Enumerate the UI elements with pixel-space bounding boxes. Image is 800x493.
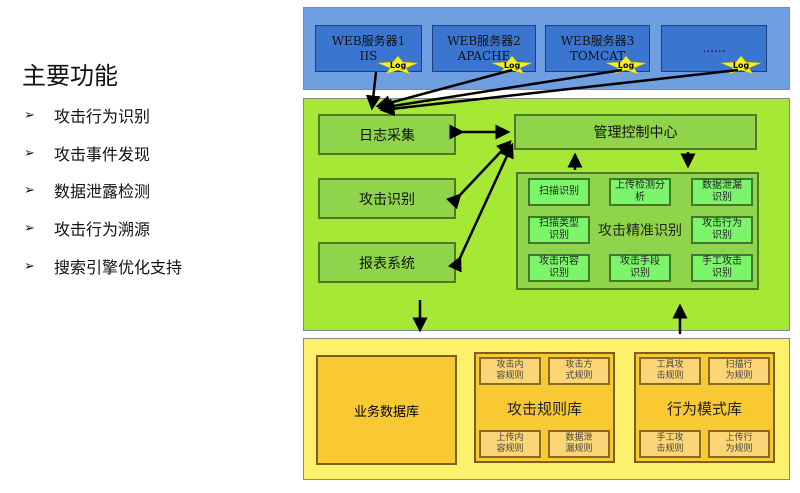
feature-item: ➢ 攻击行为溯源: [24, 216, 150, 240]
precise-identify-label: 攻击精准识别: [598, 223, 682, 239]
log-collect-box: 日志采集: [318, 114, 456, 155]
log-label: Log: [504, 61, 521, 70]
feature-label: 数据泄露检测: [54, 182, 151, 201]
rule-cell: 攻击方式规则: [548, 357, 610, 385]
pattern-cell: 手工攻击规则: [639, 430, 701, 458]
identify-cell: 扫描类型识别: [528, 216, 590, 244]
log-label: Log: [733, 61, 750, 70]
attack-identify-box: 攻击识别: [318, 178, 456, 219]
feature-label: 攻击行为识别: [54, 107, 151, 126]
feature-label: 搜索引擎优化支持: [54, 258, 183, 277]
behavior-patterns-title: 行为模式库: [666, 400, 742, 418]
pattern-cell: 上传行为规则: [708, 430, 770, 458]
server-type: APACHE: [457, 48, 511, 63]
report-system-box: 报表系统: [318, 242, 456, 283]
identify-cell: 扫描识别: [528, 178, 590, 206]
log-star-icon: Log: [720, 55, 762, 75]
feature-item: ➢ 攻击事件发现: [24, 141, 150, 165]
attack-rules-title: 攻击规则库: [506, 400, 582, 418]
log-label: Log: [390, 61, 407, 70]
feature-item: ➢ 攻击行为识别: [24, 103, 150, 127]
identify-cell: 手工攻击识别: [691, 254, 753, 282]
log-star-icon: Log: [377, 55, 419, 75]
control-center-box: 管理控制中心: [514, 114, 757, 150]
arrow-right-icon: ➢: [24, 107, 35, 123]
server-name: WEB服务器3: [560, 33, 635, 48]
arrow-right-icon: ➢: [24, 145, 35, 161]
identify-cell: 数据泄漏识别: [691, 178, 753, 206]
rule-cell: 攻击内容规则: [479, 357, 541, 385]
arrow-right-icon: ➢: [24, 258, 35, 274]
server-type: IIS: [359, 48, 378, 63]
identify-cell: 上传检测分析: [609, 178, 671, 206]
log-label: Log: [618, 61, 635, 70]
business-db-box: 业务数据库: [316, 355, 457, 465]
log-star-icon: Log: [605, 55, 647, 75]
rule-cell: 上传内容规则: [479, 430, 541, 458]
pattern-cell: 工具攻击规则: [639, 357, 701, 385]
section-title: 主要功能: [22, 62, 118, 90]
identify-cell: 攻击内容识别: [528, 254, 590, 282]
server-name: ......: [702, 41, 726, 55]
rule-cell: 数据泄漏规则: [548, 430, 610, 458]
server-type: TOMCAT: [569, 48, 626, 63]
feature-item: ➢ 搜索引擎优化支持: [24, 254, 182, 278]
server-name: WEB服务器1: [331, 33, 406, 48]
log-star-icon: Log: [491, 55, 533, 75]
arrow-right-icon: ➢: [24, 182, 35, 198]
feature-item: ➢ 数据泄露检测: [24, 178, 150, 202]
identify-cell: 攻击手段识别: [609, 254, 671, 282]
feature-label: 攻击事件发现: [54, 145, 151, 164]
feature-label: 攻击行为溯源: [54, 220, 151, 239]
pattern-cell: 扫描行为规则: [708, 357, 770, 385]
server-name: WEB服务器2: [447, 33, 521, 48]
arrow-right-icon: ➢: [24, 220, 35, 236]
identify-cell: 攻击行为识别: [691, 216, 753, 244]
